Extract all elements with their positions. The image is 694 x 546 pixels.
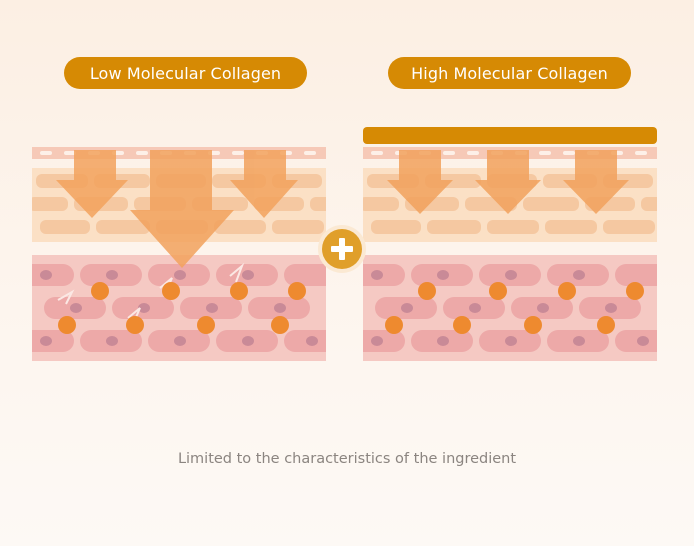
plus-icon: [331, 238, 353, 260]
high-molecular-collagen-label: High Molecular Collagen: [388, 57, 631, 89]
left-dermis-cells: [32, 262, 326, 352]
arrow-down-icon: [475, 150, 541, 214]
left-skin-panel: [32, 147, 326, 361]
arrow-down-icon: [563, 150, 629, 214]
plus-badge: [318, 225, 366, 273]
arrow-down-icon: [56, 150, 128, 218]
low-molecular-collagen-label: Low Molecular Collagen: [64, 57, 307, 89]
right-penetration-arrows: [387, 150, 629, 214]
right-dermis-cells: [363, 264, 657, 352]
arrow-down-icon: [130, 150, 234, 268]
low-molecular-collagen-text: Low Molecular Collagen: [89, 63, 282, 83]
high-molecular-collagen-text: High Molecular Collagen: [411, 63, 608, 83]
arrow-down-icon: [387, 150, 453, 214]
right-skin-panel: [363, 127, 657, 361]
caption-text: Limited to the characteristics of the in…: [177, 451, 517, 467]
left-penetration-arrows: [56, 150, 298, 268]
high-molecular-collagen-barrier: [363, 127, 657, 144]
arrow-down-icon: [230, 150, 298, 218]
